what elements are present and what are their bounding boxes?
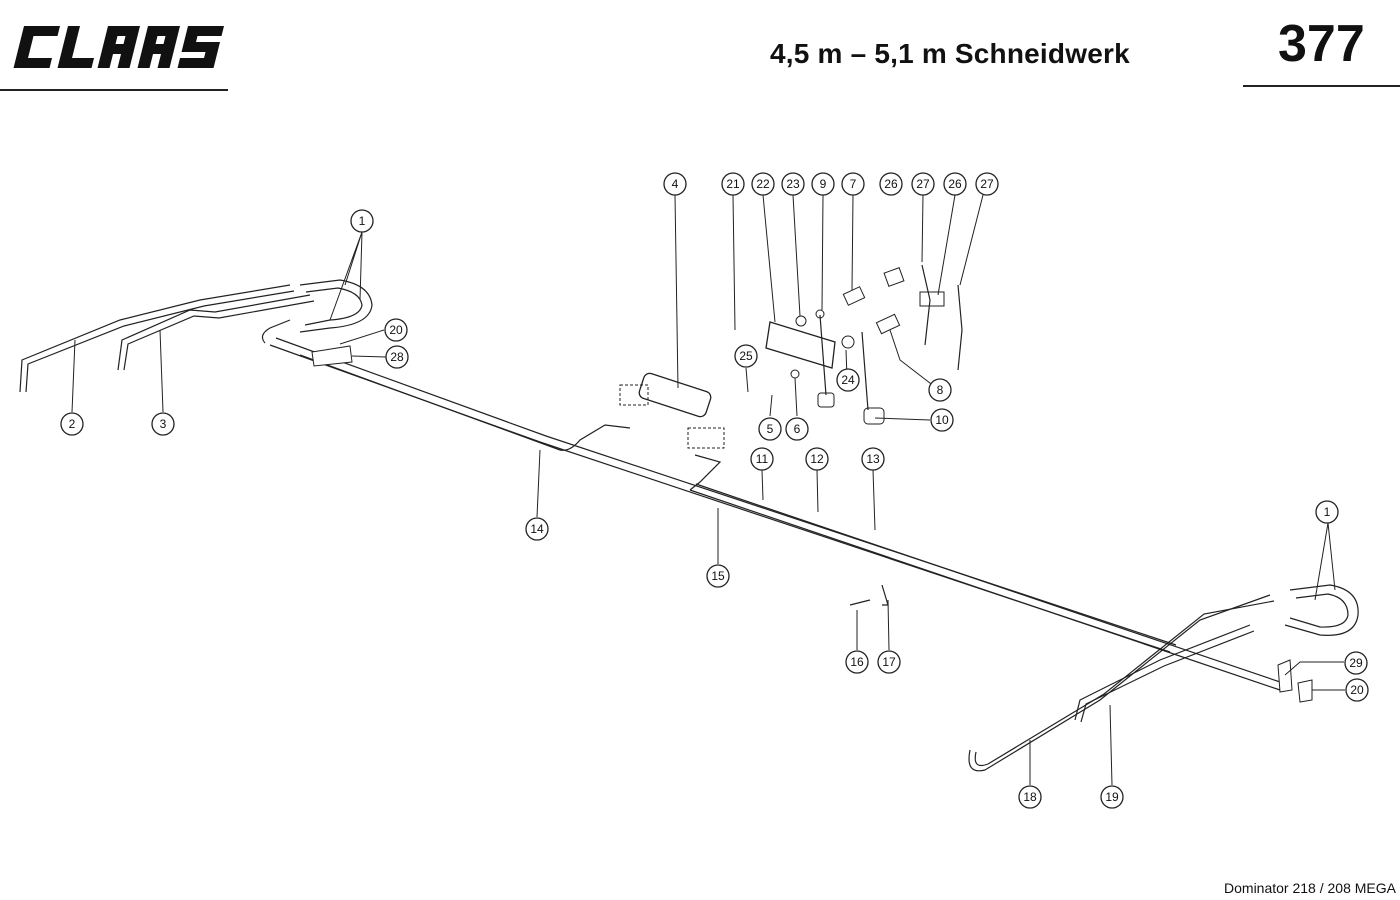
- callout-20-left: 20: [384, 318, 408, 342]
- svg-text:12: 12: [810, 452, 824, 466]
- footer-model: Dominator 218 / 208 MEGA: [1224, 880, 1396, 896]
- callout-19: 19: [1100, 785, 1124, 809]
- callout-24: 24: [836, 368, 860, 392]
- fittings: [817, 264, 963, 425]
- callout-3: 3: [151, 412, 175, 436]
- claas-logo: [13, 26, 225, 68]
- svg-text:9: 9: [820, 177, 827, 191]
- svg-text:25: 25: [739, 349, 753, 363]
- svg-text:13: 13: [866, 452, 880, 466]
- svg-text:23: 23: [786, 177, 800, 191]
- svg-text:3: 3: [160, 417, 167, 431]
- parts-16-17: [849, 584, 889, 606]
- callout-10: 10: [930, 408, 954, 432]
- svg-text:26: 26: [948, 177, 962, 191]
- svg-text:16: 16: [850, 655, 864, 669]
- svg-text:21: 21: [726, 177, 740, 191]
- callout-13: 13: [861, 447, 885, 471]
- svg-text:27: 27: [916, 177, 930, 191]
- main-pipe-13: [261, 319, 1287, 691]
- svg-text:2: 2: [69, 417, 76, 431]
- bracket-22: [765, 309, 855, 379]
- callout-26-b: 26: [943, 172, 967, 196]
- callout-23: 23: [781, 172, 805, 196]
- callout-27-a: 27: [911, 172, 935, 196]
- callout-15: 15: [706, 564, 730, 588]
- callout-17: 17: [877, 650, 901, 674]
- callout-1-left: 1: [350, 209, 374, 233]
- clamps: [311, 345, 1313, 703]
- hoses-1-left: [299, 279, 373, 333]
- callout-2: 2: [60, 412, 84, 436]
- callout-20-right: 20: [1345, 678, 1369, 702]
- svg-text:6: 6: [794, 422, 801, 436]
- callout-21: 21: [721, 172, 745, 196]
- svg-text:10: 10: [935, 413, 949, 427]
- svg-text:8: 8: [937, 383, 944, 397]
- callout-28: 28: [385, 345, 409, 369]
- page-title: 4,5 m – 5,1 m Schneidwerk: [770, 38, 1130, 69]
- hoses-1-right: [1284, 584, 1359, 636]
- callout-18: 18: [1018, 785, 1042, 809]
- svg-text:20: 20: [389, 323, 403, 337]
- callout-7: 7: [841, 172, 865, 196]
- svg-text:17: 17: [882, 655, 896, 669]
- svg-text:26: 26: [884, 177, 898, 191]
- svg-text:24: 24: [841, 373, 855, 387]
- svg-text:1: 1: [1324, 505, 1331, 519]
- callout-22: 22: [751, 172, 775, 196]
- callout-9: 9: [811, 172, 835, 196]
- page-number: 377: [1278, 15, 1365, 73]
- svg-text:20: 20: [1350, 683, 1364, 697]
- callout-8: 8: [928, 378, 952, 402]
- svg-text:5: 5: [767, 422, 774, 436]
- valve-block-4: [619, 372, 725, 449]
- callout-6: 6: [785, 417, 809, 441]
- header-rule-left: [0, 89, 228, 91]
- callout-27-b: 27: [975, 172, 999, 196]
- svg-text:27: 27: [980, 177, 994, 191]
- svg-text:29: 29: [1349, 656, 1363, 670]
- callout-12: 12: [805, 447, 829, 471]
- callout-4: 4: [663, 172, 687, 196]
- svg-text:19: 19: [1105, 790, 1119, 804]
- leader-lines: [71, 194, 1345, 786]
- svg-text:1: 1: [359, 214, 366, 228]
- callout-16: 16: [845, 650, 869, 674]
- callout-14: 14: [525, 517, 549, 541]
- header-rule-right: [1243, 85, 1400, 87]
- svg-text:14: 14: [530, 522, 544, 536]
- svg-text:7: 7: [850, 177, 857, 191]
- svg-text:11: 11: [756, 452, 769, 466]
- callout-11: 11: [750, 447, 774, 471]
- pipe-14: [299, 354, 631, 451]
- svg-text:22: 22: [756, 177, 770, 191]
- pipe-15: [689, 454, 722, 491]
- callout-1-right: 1: [1315, 500, 1339, 524]
- svg-text:28: 28: [390, 350, 404, 364]
- svg-text:15: 15: [711, 569, 725, 583]
- pipes-2-3: [19, 284, 315, 393]
- callout-5: 5: [758, 417, 782, 441]
- svg-text:4: 4: [672, 177, 679, 191]
- callout-29: 29: [1344, 651, 1368, 675]
- pipes-18-19: [968, 594, 1275, 772]
- callout-25: 25: [734, 344, 758, 368]
- svg-text:18: 18: [1023, 790, 1037, 804]
- callout-26-a: 26: [879, 172, 903, 196]
